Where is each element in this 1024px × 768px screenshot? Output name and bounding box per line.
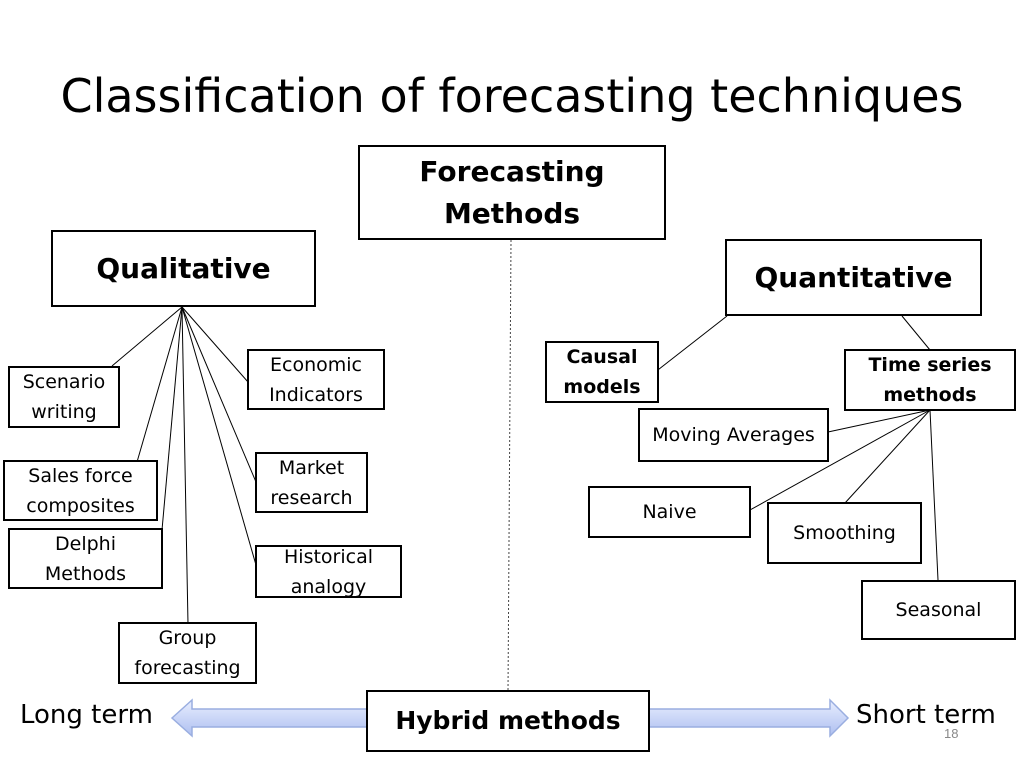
qualitative-label: Qualitative [96,251,271,285]
naive-box: Naive [588,486,751,538]
market-research-label: Market research [270,456,353,509]
historical-analogy-box: Historical analogy [255,545,402,598]
page-number: 18 [944,726,959,741]
delphi-methods-box: Delphi Methods [8,528,163,589]
historical-analogy-label: Historical analogy [284,545,373,598]
delphi-methods-label: Delphi Methods [44,532,127,585]
root-label: Forecasting Methods [419,154,605,230]
time-series-methods-label: Time series methods [868,354,992,406]
short-term-label: Short term [856,700,996,730]
hybrid-methods-label: Hybrid methods [395,706,621,735]
causal-models-box: Causal models [545,341,659,403]
group-forecasting-box: Group forecasting [118,622,257,684]
causal-models-label: Causal models [563,346,641,398]
scenario-writing-label: Scenario writing [22,371,106,423]
economic-indicators-box: Economic Indicators [247,349,385,410]
slide-title: Classification of forecasting techniques [60,69,964,123]
group-forecasting-label: Group forecasting [134,627,241,679]
quantitative-box: Quantitative [725,239,982,316]
smoothing-box: Smoothing [767,502,922,564]
economic-indicators-label: Economic Indicators [269,353,363,406]
smoothing-label: Smoothing [793,522,896,544]
seasonal-label: Seasonal [895,599,982,621]
sales-force-composites-box: Sales force composites [3,460,158,521]
moving-averages-label: Moving Averages [652,424,815,446]
hybrid-methods-box: Hybrid methods [366,690,650,752]
moving-averages-box: Moving Averages [638,408,829,462]
seasonal-box: Seasonal [861,580,1016,640]
naive-label: Naive [642,501,697,523]
time-series-methods-box: Time series methods [844,349,1016,411]
center-dotted-line [507,239,512,693]
qualitative-box: Qualitative [51,230,316,307]
scenario-writing-box: Scenario writing [8,366,120,428]
quantitative-label: Quantitative [754,260,953,294]
sales-force-composites-label: Sales force composites [26,464,135,517]
market-research-box: Market research [255,452,368,513]
long-term-label: Long term [20,700,153,730]
root-forecasting-methods-box: Forecasting Methods [358,145,666,240]
